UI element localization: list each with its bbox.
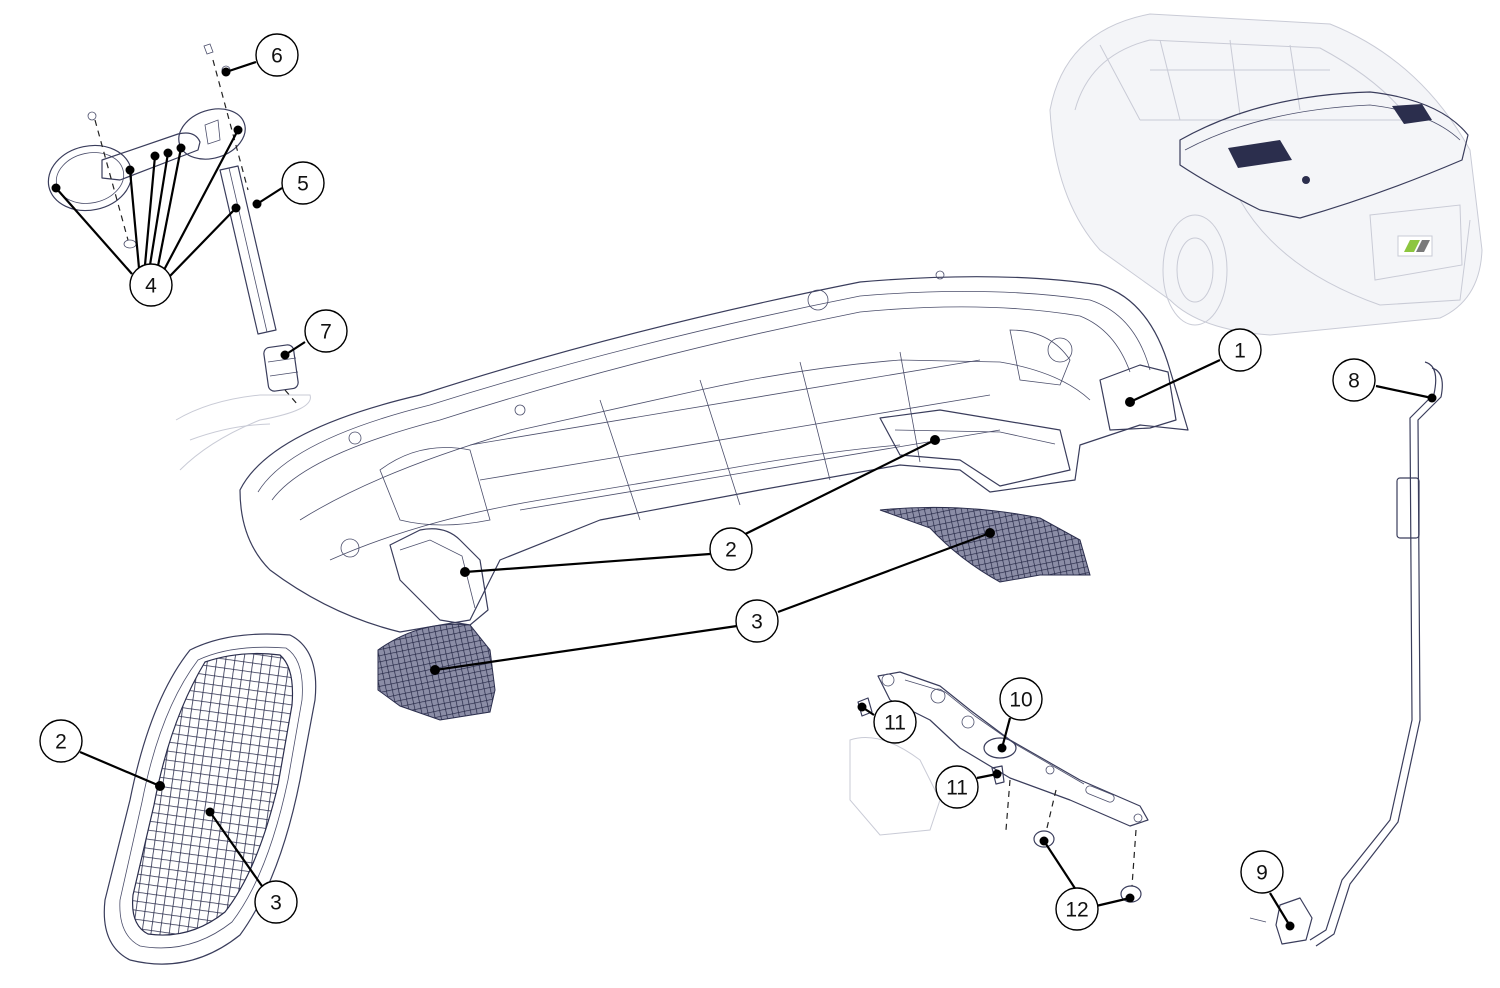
callout-2-vent: 2 [39, 719, 83, 763]
callout-number: 12 [1065, 899, 1088, 922]
callout-number: 10 [1009, 689, 1032, 712]
callout-6: 6 [255, 33, 299, 77]
bonnet-pin-assembly [47, 43, 311, 471]
callout-number: 11 [884, 712, 906, 735]
callout-number: 11 [946, 777, 968, 800]
callout-number: 1 [1234, 340, 1246, 363]
callout-8: 8 [1332, 358, 1376, 402]
support-rod [1249, 361, 1443, 947]
callout-2: 2 [709, 527, 753, 571]
callout-number: 6 [271, 45, 283, 68]
callout-12: 12 [1055, 887, 1099, 931]
callout-number: 3 [751, 611, 763, 634]
callout-9: 9 [1240, 850, 1284, 894]
callout-number: 9 [1256, 862, 1268, 885]
leader-lines [51, 60, 1437, 931]
hood-panel [239, 270, 1189, 633]
callout-number: 5 [297, 173, 309, 196]
callout-11-upper: 11 [873, 700, 917, 744]
callout-1: 1 [1218, 328, 1262, 372]
callout-10: 10 [999, 677, 1043, 721]
rr-logo [1397, 235, 1433, 257]
callout-4: 4 [129, 263, 173, 307]
callout-number: 2 [725, 539, 737, 562]
hinge-assembly [849, 671, 1149, 903]
callout-3: 3 [735, 599, 779, 643]
callout-5: 5 [281, 161, 325, 205]
callout-7: 7 [304, 309, 348, 353]
car-reference-illustration [1049, 13, 1483, 336]
callout-number: 2 [55, 731, 67, 754]
mesh-insert-right [879, 506, 1091, 583]
callout-number: 7 [320, 321, 332, 344]
callout-number: 8 [1348, 370, 1360, 393]
callout-number: 3 [270, 892, 282, 915]
callout-number: 4 [145, 275, 157, 298]
callout-11-lower: 11 [935, 765, 979, 809]
callout-3-vent: 3 [254, 880, 298, 924]
